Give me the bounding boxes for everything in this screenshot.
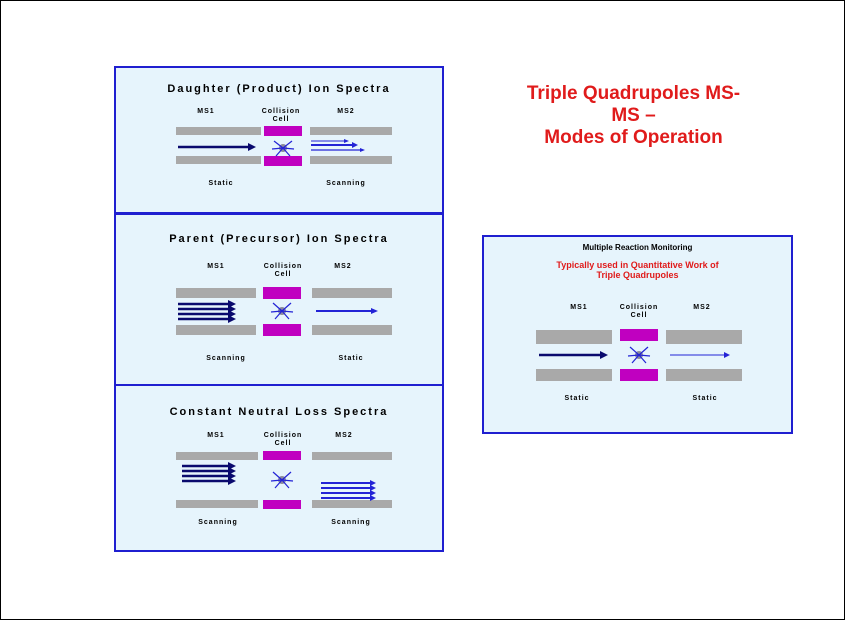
ms1-rod-top — [536, 330, 612, 344]
ms1-label: MS1 — [570, 304, 588, 311]
panel-daughter-ion: Daughter (Product) Ion Spectra MS1 Colli… — [114, 66, 444, 214]
panel-neutral-loss: Constant Neutral Loss Spectra MS1 Collis… — [114, 384, 444, 552]
main-title-line-3: Modes of Operation — [544, 127, 723, 148]
ms2-rod-bottom — [312, 325, 392, 335]
ms2-label: MS2 — [334, 263, 352, 270]
ms2-rod-top — [312, 288, 392, 298]
panel-title: Constant Neutral Loss Spectra — [169, 406, 389, 418]
collision-cell-top — [620, 329, 658, 341]
ms2-label: MS2 — [337, 108, 355, 115]
ms2-rod-bottom — [666, 369, 742, 381]
panel-subtitle-line-1: Typically used in Quantitative Work of — [556, 260, 719, 270]
fragmentation-burst-icon — [270, 302, 294, 320]
ms1-label: MS1 — [207, 263, 225, 270]
ms1-rod-top — [176, 452, 258, 460]
ms2-status: Scanning — [331, 519, 371, 526]
panel-subtitle: Typically used in Quantitative Work of T… — [484, 260, 791, 280]
ms1-rod-top — [176, 127, 261, 135]
ms1-label: MS1 — [197, 108, 215, 115]
ms2-label: MS2 — [693, 304, 711, 311]
ms2-rod-top — [310, 127, 392, 135]
collision-cell-bottom — [263, 500, 301, 509]
panel-title: Multiple Reaction Monitoring — [582, 243, 693, 252]
collision-cell-bottom — [263, 324, 301, 336]
collision-cell-label: Collision Cell — [261, 108, 301, 123]
collision-cell-top — [264, 126, 302, 136]
main-title: Triple Quadrupoles MS- MS – Modes of Ope… — [506, 83, 761, 149]
panel-title: Parent (Precursor) Ion Spectra — [169, 233, 389, 245]
ms1-status: Scanning — [198, 519, 238, 526]
fragmentation-burst-icon — [270, 471, 294, 489]
ms1-rod-top — [176, 288, 256, 298]
ms1-rod-bottom — [176, 325, 256, 335]
ms1-rod-bottom — [176, 156, 261, 164]
ion-beam-arrows — [178, 300, 378, 323]
ms2-status: Static — [338, 355, 364, 362]
collision-cell-label: Collision Cell — [619, 304, 659, 319]
ms1-label: MS1 — [207, 432, 225, 439]
ion-beam-arrows — [182, 462, 376, 501]
ms1-rod-bottom — [176, 500, 258, 508]
panel-mrm: Multiple Reaction Monitoring Typically u… — [482, 235, 793, 434]
ion-beam-arrows — [539, 346, 730, 364]
ms1-rod-bottom — [536, 369, 612, 381]
ms2-rod-bottom — [312, 500, 392, 508]
ms1-status: Scanning — [206, 355, 246, 362]
ms2-rod-top — [312, 452, 392, 460]
collision-cell-label: Collision Cell — [263, 263, 303, 278]
panel-subtitle-line-2: Triple Quadrupoles — [596, 270, 679, 280]
ms2-label: MS2 — [335, 432, 353, 439]
collision-cell-label: Collision Cell — [263, 432, 303, 447]
main-title-line-2: MS – — [611, 105, 656, 126]
ms2-rod-top — [666, 330, 742, 344]
panel-parent-ion: Parent (Precursor) Ion Spectra MS1 Colli… — [114, 213, 444, 387]
ms1-status: Static — [564, 395, 590, 402]
ms2-status: Static — [692, 395, 718, 402]
ion-beam-arrows — [178, 139, 365, 157]
fragmentation-burst-icon — [627, 346, 651, 364]
ms1-status: Static — [208, 180, 234, 187]
fragmentation-burst-icon — [271, 140, 295, 157]
collision-cell-bottom — [264, 156, 302, 166]
panel-title: Daughter (Product) Ion Spectra — [167, 83, 391, 95]
collision-cell-bottom — [620, 369, 658, 381]
collision-cell-top — [263, 287, 301, 299]
ms2-status: Scanning — [326, 180, 366, 187]
collision-cell-top — [263, 451, 301, 460]
main-title-line-1: Triple Quadrupoles MS- — [526, 83, 741, 104]
ms2-rod-bottom — [310, 156, 392, 164]
